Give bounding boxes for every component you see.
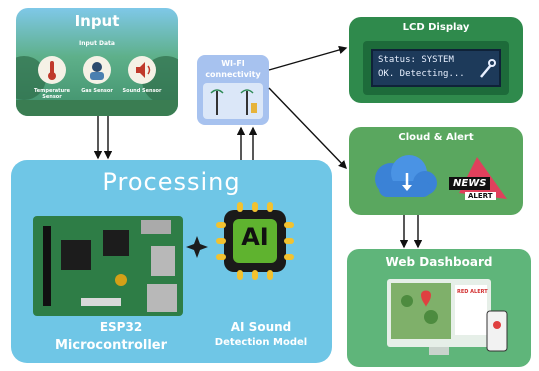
- cloud-alert-panel: Cloud & Alert NEWS ALERT: [349, 127, 523, 215]
- ai-line1: AI Sound: [230, 320, 292, 334]
- sensor-sound-label: Sound Sensor: [122, 88, 162, 94]
- news-badge: NEWS: [449, 177, 491, 190]
- dashboard-alert-text: RED ALERT: [457, 289, 488, 295]
- mcu-line2: Microcontroller: [54, 338, 168, 353]
- mcu-line1: ESP32: [99, 320, 143, 334]
- processing-panel: Processing AI ESP32 Microcontroller AI S…: [11, 160, 332, 363]
- cloud-title: Cloud & Alert: [398, 132, 474, 143]
- sensor-gas: [83, 56, 111, 84]
- arrow-wifi-cloud: [268, 87, 347, 170]
- sparkle-icon: [186, 236, 208, 258]
- wrench-icon: [480, 59, 496, 78]
- lcd-module: Status: SYSTEM OK. Detecting...: [363, 41, 509, 95]
- speaker-icon: [136, 62, 151, 78]
- web-dashboard-panel: Web Dashboard RED ALERT: [347, 249, 531, 367]
- esp32-board-icon: [33, 216, 183, 316]
- ai-line2: Detection Model: [214, 337, 308, 348]
- gas-mask-icon: [90, 62, 104, 80]
- arrow-wifi-lcd: [268, 45, 348, 71]
- lcd-panel: LCD Display Status: SYSTEM OK. Detecting…: [349, 17, 523, 103]
- sensor-sound: [128, 56, 156, 84]
- sensor-temperature-label: Temperature Sensor: [34, 88, 70, 100]
- sensor-gas-label: Gas Sensor: [81, 88, 113, 94]
- dashboard-title: Web Dashboard: [385, 255, 493, 269]
- lcd-title: LCD Display: [402, 22, 470, 33]
- lcd-screen: Status: SYSTEM OK. Detecting...: [371, 49, 501, 87]
- input-title: Input: [74, 12, 120, 30]
- antenna-tower-icon: [210, 89, 257, 115]
- sensor-temperature: [38, 56, 66, 84]
- monitor-icon: [387, 279, 508, 355]
- lcd-screen-line1: Status: SYSTEM: [378, 55, 454, 65]
- wifi-title: WI-FI connectivity: [205, 59, 261, 79]
- cloud-download-icon: [375, 155, 507, 199]
- input-panel: Input Input Data Temperature Sensor Gas …: [16, 8, 178, 116]
- lcd-screen-line2: OK. Detecting...: [378, 69, 465, 79]
- thermometer-icon: [48, 61, 56, 80]
- input-subtitle: Input Data: [79, 40, 115, 47]
- ai-chip-label: AI: [241, 223, 269, 251]
- wifi-towers: [203, 83, 263, 119]
- alert-badge: ALERT: [465, 192, 496, 200]
- processing-title: Processing: [102, 168, 241, 196]
- wifi-panel: WI-FI connectivity: [197, 55, 269, 125]
- ai-chip-icon: [216, 202, 294, 280]
